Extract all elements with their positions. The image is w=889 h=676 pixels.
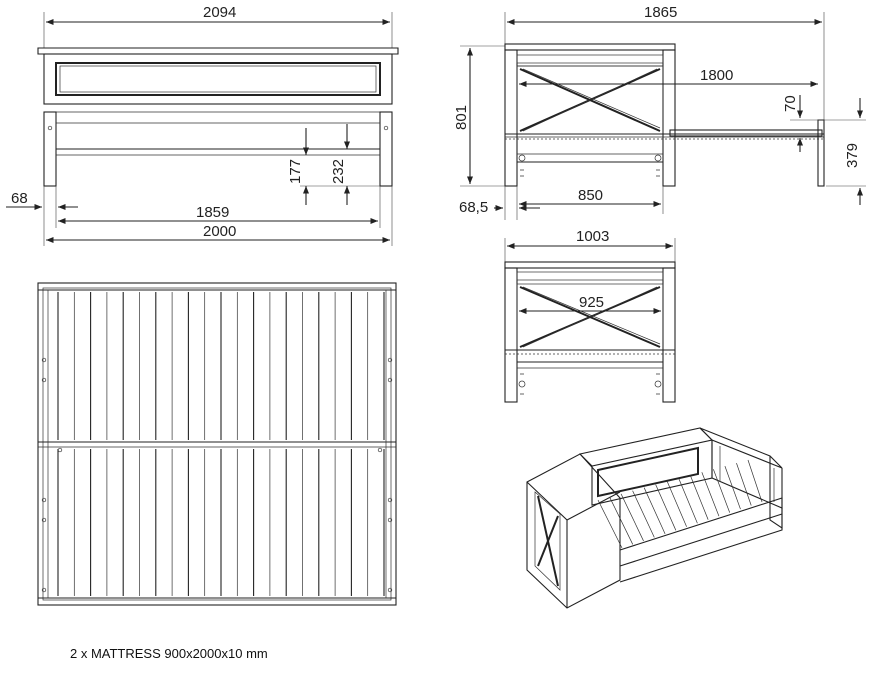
- iso-slat: [713, 469, 731, 513]
- screw-mark: [387, 587, 393, 593]
- screw-mark: [41, 587, 47, 593]
- dim-850: 850: [578, 187, 603, 204]
- isometric-view: [526, 427, 783, 609]
- iso-slat: [701, 472, 720, 517]
- iso-slat: [678, 478, 698, 524]
- dim-1865: 1865: [644, 4, 677, 21]
- screw-mark: [387, 357, 393, 363]
- dim-177: 177: [287, 159, 304, 184]
- screw-mark: [387, 517, 393, 523]
- dim-2000: 2000: [203, 223, 236, 240]
- dim-925: 925: [579, 294, 604, 311]
- screw-mark: [41, 377, 47, 383]
- iso-slat: [666, 481, 687, 527]
- dim-68: 68: [11, 190, 28, 207]
- iso-slat: [747, 459, 763, 503]
- screw-mark: [377, 447, 383, 453]
- dim-801: 801: [453, 105, 470, 130]
- side-view-closed: 1003 925: [504, 228, 676, 403]
- screw-mark: [41, 497, 47, 503]
- dim-232: 232: [330, 159, 347, 184]
- iso-slat: [736, 462, 752, 506]
- side-view-extended: 1865 801 1800 7: [453, 4, 866, 220]
- dim-1003: 1003: [576, 228, 609, 245]
- front-view: 2094 177 232 68: [6, 4, 399, 246]
- screw-mark: [387, 377, 393, 383]
- dim-overall-width-front: 2094: [203, 4, 236, 21]
- dim-379: 379: [844, 143, 861, 168]
- iso-slat: [632, 490, 655, 538]
- screw-mark: [57, 447, 63, 453]
- dim-70: 70: [782, 95, 799, 112]
- iso-slat: [620, 493, 644, 542]
- dim-68-5: 68,5: [459, 199, 488, 216]
- iso-slat: [643, 487, 666, 534]
- mattress-note: 2 x MATTRESS 900x2000x10 mm: [70, 646, 268, 661]
- dim-1800: 1800: [700, 67, 733, 84]
- iso-slat: [655, 484, 677, 531]
- iso-slat: [689, 475, 709, 520]
- screw-mark: [387, 497, 393, 503]
- top-view: [37, 282, 397, 606]
- screw-mark: [41, 517, 47, 523]
- dim-1859: 1859: [196, 204, 229, 221]
- iso-slat: [597, 499, 623, 549]
- screw-mark: [41, 357, 47, 363]
- iso-slat: [609, 496, 634, 545]
- iso-slat: [724, 466, 741, 510]
